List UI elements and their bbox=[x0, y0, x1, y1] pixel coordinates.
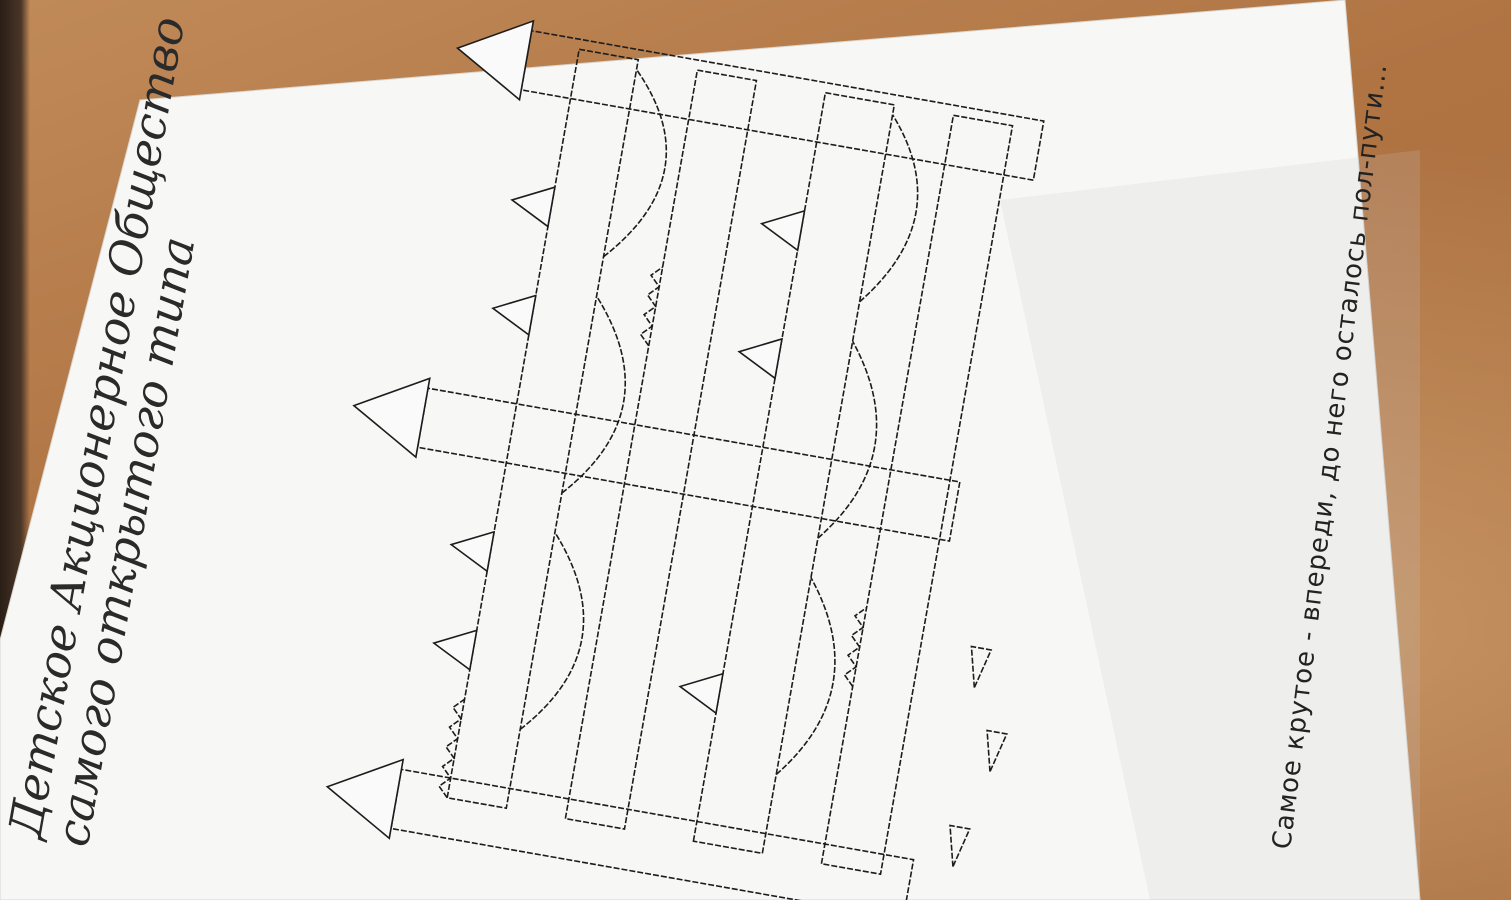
castle-drawing bbox=[325, 19, 1045, 900]
paper-shade bbox=[1000, 150, 1420, 900]
paper-background bbox=[0, 0, 1421, 900]
